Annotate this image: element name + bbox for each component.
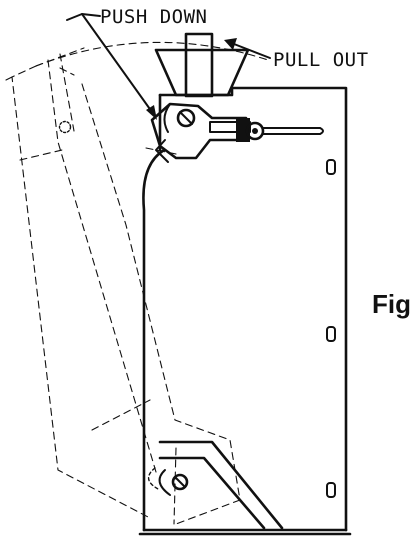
pull-out-leader bbox=[224, 38, 271, 59]
phantom-bracket-tip bbox=[147, 467, 161, 491]
housing-outline bbox=[142, 86, 348, 532]
pull-out-label: PULL OUT bbox=[273, 49, 369, 71]
hinge-screw-icon bbox=[171, 473, 189, 491]
right-edge-slots bbox=[326, 159, 336, 498]
figure-caption-partial: Fig bbox=[372, 289, 411, 319]
tilted-position-phantom bbox=[5, 47, 241, 525]
linkage-ball-joint bbox=[245, 121, 265, 141]
bottom-hinge-bracket bbox=[158, 440, 284, 530]
push-down-leader bbox=[66, 13, 157, 120]
pull-out-rod bbox=[154, 32, 250, 98]
phantom-screw-icon bbox=[58, 120, 72, 134]
push-down-label: PUSH DOWN bbox=[100, 6, 207, 28]
linkage-rod bbox=[262, 127, 324, 135]
latch-mechanism bbox=[150, 102, 251, 163]
swing-arc bbox=[35, 41, 269, 67]
